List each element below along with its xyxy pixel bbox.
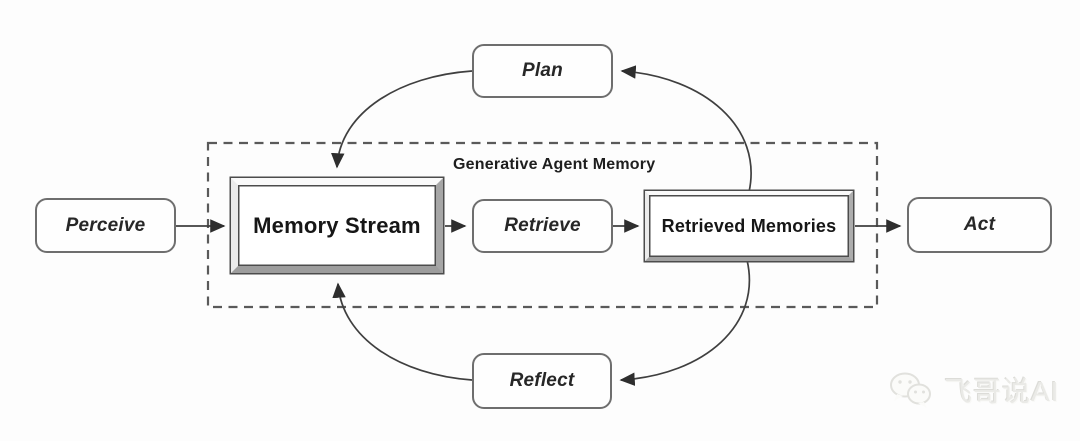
- memory-boundary-box: [206, 141, 879, 309]
- node-plan-label: Plan: [522, 60, 563, 81]
- watermark: 飞哥说AI: [886, 370, 1059, 410]
- node-reflect: Reflect: [472, 353, 612, 409]
- node-retrieved-memories: Retrieved Memories: [645, 191, 853, 261]
- watermark-text: 飞哥说AI: [944, 376, 1060, 407]
- node-retrieve: Retrieve: [472, 199, 613, 253]
- edge-reflect-to-memory-stream: [332, 282, 473, 381]
- edge-plan-to-memory-stream: [331, 70, 473, 169]
- node-act: Act: [907, 197, 1052, 253]
- node-retrieve-label: Retrieve: [504, 215, 581, 236]
- edge-retrieved-memories-to-plan: [620, 65, 752, 193]
- node-memory-stream: Memory Stream: [231, 178, 443, 273]
- memory-boundary-title: Generative Agent Memory: [453, 156, 656, 173]
- edge-retrieved-memories-to-reflect: [619, 259, 751, 386]
- node-perceive-label: Perceive: [65, 214, 146, 236]
- node-memory-stream-label: Memory Stream: [253, 212, 421, 238]
- node-retrieved-memories-label: Retrieved Memories: [661, 215, 837, 236]
- node-act-label: Act: [963, 214, 996, 235]
- node-perceive: Perceive: [35, 198, 176, 253]
- node-reflect-label: Reflect: [509, 370, 575, 391]
- wechat-icon: [890, 372, 931, 408]
- node-plan: Plan: [472, 44, 613, 98]
